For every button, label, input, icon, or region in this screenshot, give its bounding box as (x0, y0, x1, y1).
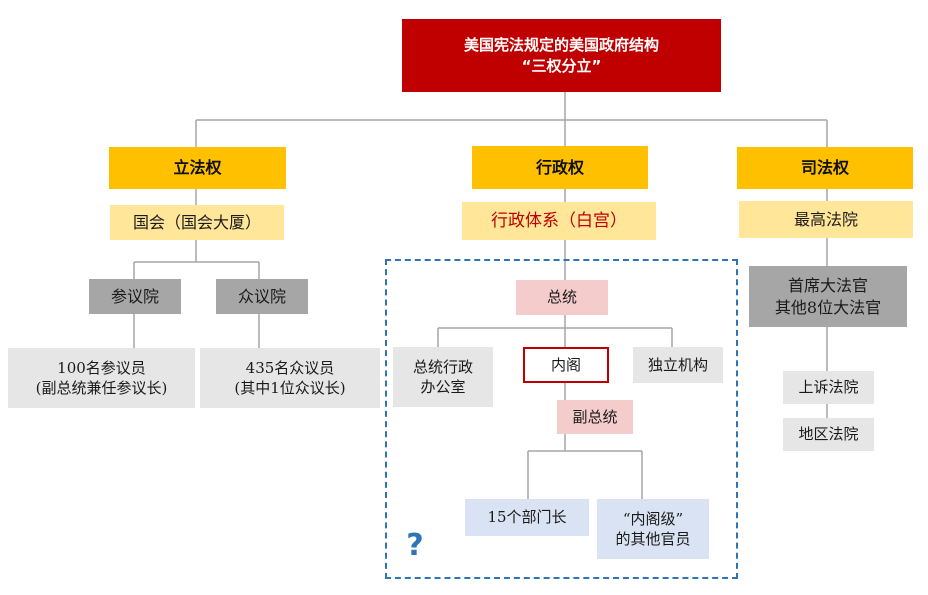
executive-office-line-1: 总统行政 (412, 357, 473, 376)
house-box: 众议院 (216, 279, 308, 314)
congress-label: 国会（国会大厦） (132, 212, 261, 232)
representatives-line-1: 435名众议员 (245, 358, 335, 377)
appeals-court-label: 上诉法院 (798, 378, 859, 397)
senate-box: 参议院 (89, 279, 181, 314)
executive-label: 行政权 (535, 157, 584, 177)
question-mark-icon: ? (404, 527, 426, 563)
independent-agencies-box: 独立机构 (633, 347, 723, 383)
department-heads-label: 15个部门长 (487, 508, 567, 527)
question-mark: ? (406, 527, 424, 563)
legislative-label: 立法权 (173, 158, 222, 178)
legislative-branch-box: 立法权 (109, 147, 286, 189)
cabinet-level-line-1: “内阁级” (622, 509, 684, 528)
independent-agencies-label: 独立机构 (647, 355, 708, 374)
diagram-title: 美国宪法规定的美国政府结构 “三权分立” (402, 19, 721, 92)
district-court-box: 地区法院 (783, 418, 874, 451)
appeals-court-box: 上诉法院 (783, 371, 874, 404)
department-heads-box: 15个部门长 (465, 499, 589, 536)
congress-box: 国会（国会大厦） (110, 205, 284, 240)
supreme-court-label: 最高法院 (793, 209, 858, 229)
cabinet-box: 内阁 (523, 347, 609, 383)
white-house-label: 行政体系（白宫） (491, 210, 627, 231)
cabinet-level-line-2: 的其他官员 (615, 530, 691, 548)
judicial-label: 司法权 (800, 158, 849, 178)
justices-line-1: 首席大法官 (787, 275, 868, 295)
judicial-branch-box: 司法权 (737, 147, 913, 189)
cabinet-question-frame (385, 259, 738, 579)
president-box: 总统 (516, 280, 608, 315)
justices-box: 首席大法官 其他8位大法官 (749, 266, 907, 327)
cabinet-level-officials-box: “内阁级” 的其他官员 (597, 499, 709, 559)
president-label: 总统 (546, 288, 577, 307)
senators-line-1: 100名参议员 (57, 358, 146, 377)
representatives-line-2: (其中1位众议长) (234, 379, 346, 397)
white-house-box: 行政体系（白宫） (462, 202, 656, 240)
district-court-label: 地区法院 (798, 425, 859, 444)
title-line-1: 美国宪法规定的美国政府结构 (463, 36, 659, 55)
executive-office-line-2: 办公室 (420, 378, 466, 396)
executive-office-box: 总统行政 办公室 (393, 347, 493, 407)
supreme-court-box: 最高法院 (739, 201, 913, 238)
vice-president-label: 副总统 (572, 407, 618, 426)
representatives-box: 435名众议员 (其中1位众议长) (200, 348, 380, 408)
justices-line-2: 其他8位大法官 (774, 297, 882, 317)
senators-line-2: (副总统兼任参议长) (35, 379, 168, 397)
senators-box: 100名参议员 (副总统兼任参议长) (8, 348, 195, 408)
cabinet-label: 内阁 (550, 355, 581, 374)
house-label: 众议院 (237, 286, 286, 306)
title-line-2: “三权分立” (521, 56, 602, 75)
executive-branch-box: 行政权 (472, 146, 648, 189)
vice-president-box: 副总统 (557, 400, 633, 434)
senate-label: 参议院 (110, 286, 159, 306)
